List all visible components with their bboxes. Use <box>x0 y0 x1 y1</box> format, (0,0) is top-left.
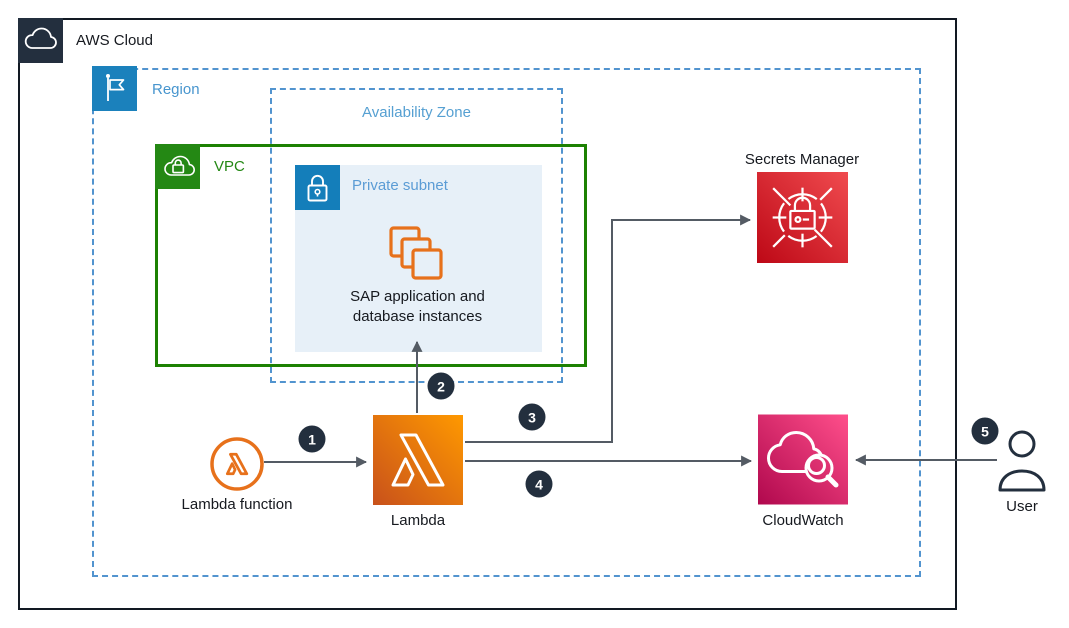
private-subnet-lock-icon <box>295 165 340 210</box>
aws-cloud-label: AWS Cloud <box>76 32 153 49</box>
step-2-badge: 2 <box>427 372 455 400</box>
step-5-badge: 5 <box>971 417 999 445</box>
user-icon <box>996 429 1048 498</box>
secrets-manager-icon <box>757 172 848 268</box>
region-group-box <box>92 68 921 577</box>
sap-instances-icon <box>388 225 446 288</box>
region-flag-icon <box>92 66 137 111</box>
vpc-icon <box>155 144 200 189</box>
step-4-badge: 4 <box>525 470 553 498</box>
sap-instances-label: SAP application and database instances <box>350 288 485 325</box>
cloudwatch-icon <box>758 414 848 510</box>
secrets-manager-label: Secrets Manager <box>744 151 860 168</box>
region-label: Region <box>152 81 200 98</box>
lambda-function-icon <box>208 435 266 498</box>
private-subnet-label: Private subnet <box>352 177 448 194</box>
lambda-label: Lambda <box>390 512 446 529</box>
step-1-badge: 1 <box>298 425 326 453</box>
availability-zone-label: Availability Zone <box>362 104 471 121</box>
user-label: User <box>1006 498 1038 515</box>
vpc-label: VPC <box>214 158 245 175</box>
aws-cloud-group-box <box>18 18 957 610</box>
cloudwatch-label: CloudWatch <box>762 512 844 529</box>
lambda-icon <box>373 415 463 510</box>
step-3-badge: 3 <box>518 403 546 431</box>
aws-cloud-icon <box>18 18 63 63</box>
lambda-function-label: Lambda function <box>181 496 293 513</box>
